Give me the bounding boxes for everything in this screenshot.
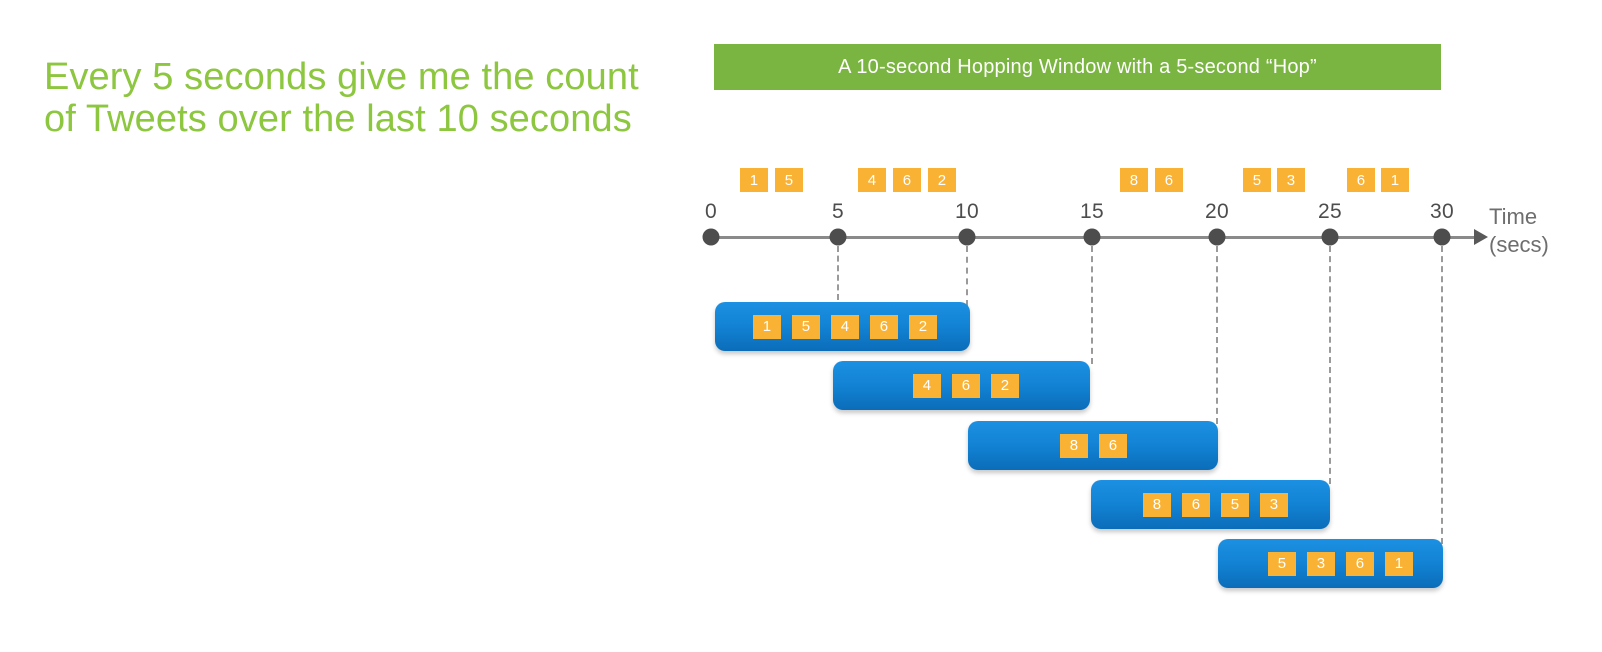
hopping-window-badge: 2 (909, 314, 937, 339)
tweet-event-badge: 5 (1243, 168, 1271, 192)
timeline-tick-dot-0 (702, 228, 720, 246)
hopping-window-badge: 8 (1060, 433, 1088, 458)
timeline-tick-dot-30 (1433, 228, 1451, 246)
timeline-tick-label-10: 10 (955, 200, 979, 223)
timeline-tick-dot-10 (958, 228, 976, 246)
timeline-tick-dot-20 (1208, 228, 1226, 246)
hopping-window-badge: 3 (1260, 492, 1288, 517)
tweet-event-badge: 2 (928, 168, 956, 192)
hopping-window-badge: 5 (1268, 551, 1296, 576)
hopping-window-badge: 5 (1221, 492, 1249, 517)
timeline-dropper-line (1441, 246, 1443, 544)
tweet-event-badge: 6 (893, 168, 921, 192)
title-banner: A 10-second Hopping Window with a 5-seco… (714, 44, 1441, 90)
tweet-event-badge: 6 (1155, 168, 1183, 192)
hopping-window-badge: 6 (1346, 551, 1374, 576)
tweet-event-badge: 1 (1381, 168, 1409, 192)
hopping-window-badge: 6 (1182, 492, 1210, 517)
hopping-window-badge: 6 (870, 314, 898, 339)
tweet-event-badge: 1 (740, 168, 768, 192)
timeline-dropper-line (1329, 246, 1331, 484)
hopping-window-badge: 8 (1143, 492, 1171, 517)
hopping-window-badge: 1 (1385, 551, 1413, 576)
title-banner-label: A 10-second Hopping Window with a 5-seco… (838, 55, 1317, 78)
hopping-window-badge: 5 (792, 314, 820, 339)
timeline-tick-dot-25 (1321, 228, 1339, 246)
timeline-tick-label-20: 20 (1205, 200, 1229, 223)
hopping-window-badge: 2 (991, 373, 1019, 398)
timeline-tick-label-0: 0 (705, 200, 717, 223)
headline-text: Every 5 seconds give me the count of Twe… (44, 56, 639, 140)
hopping-window-badge: 4 (913, 373, 941, 398)
hopping-window-badge: 1 (753, 314, 781, 339)
tweet-event-badge: 4 (858, 168, 886, 192)
hopping-window-badge: 4 (831, 314, 859, 339)
timeline-dropper-line (837, 246, 839, 300)
timeline-arrow-icon (1474, 229, 1488, 245)
timeline-dropper-line (1216, 246, 1218, 424)
hopping-window-badge: 6 (952, 373, 980, 398)
timeline-tick-label-15: 15 (1080, 200, 1104, 223)
timeline-dropper-line (966, 246, 968, 306)
time-axis-label-line2: (secs) (1489, 232, 1549, 257)
timeline-tick-label-25: 25 (1318, 200, 1342, 223)
timeline-tick-dot-15 (1083, 228, 1101, 246)
timeline-tick-label-30: 30 (1430, 200, 1454, 223)
time-axis-label-line1: Time (1489, 204, 1538, 229)
time-axis-label: Time (secs) (1489, 203, 1549, 259)
tweet-event-badge: 5 (775, 168, 803, 192)
timeline-tick-label-5: 5 (832, 200, 844, 223)
hopping-window-badge: 3 (1307, 551, 1335, 576)
timeline-tick-dot-5 (829, 228, 847, 246)
tweet-event-badge: 3 (1277, 168, 1305, 192)
tweet-event-badge: 8 (1120, 168, 1148, 192)
hopping-window-badge: 6 (1099, 433, 1127, 458)
timeline-dropper-line (1091, 246, 1093, 364)
tweet-event-badge: 6 (1347, 168, 1375, 192)
